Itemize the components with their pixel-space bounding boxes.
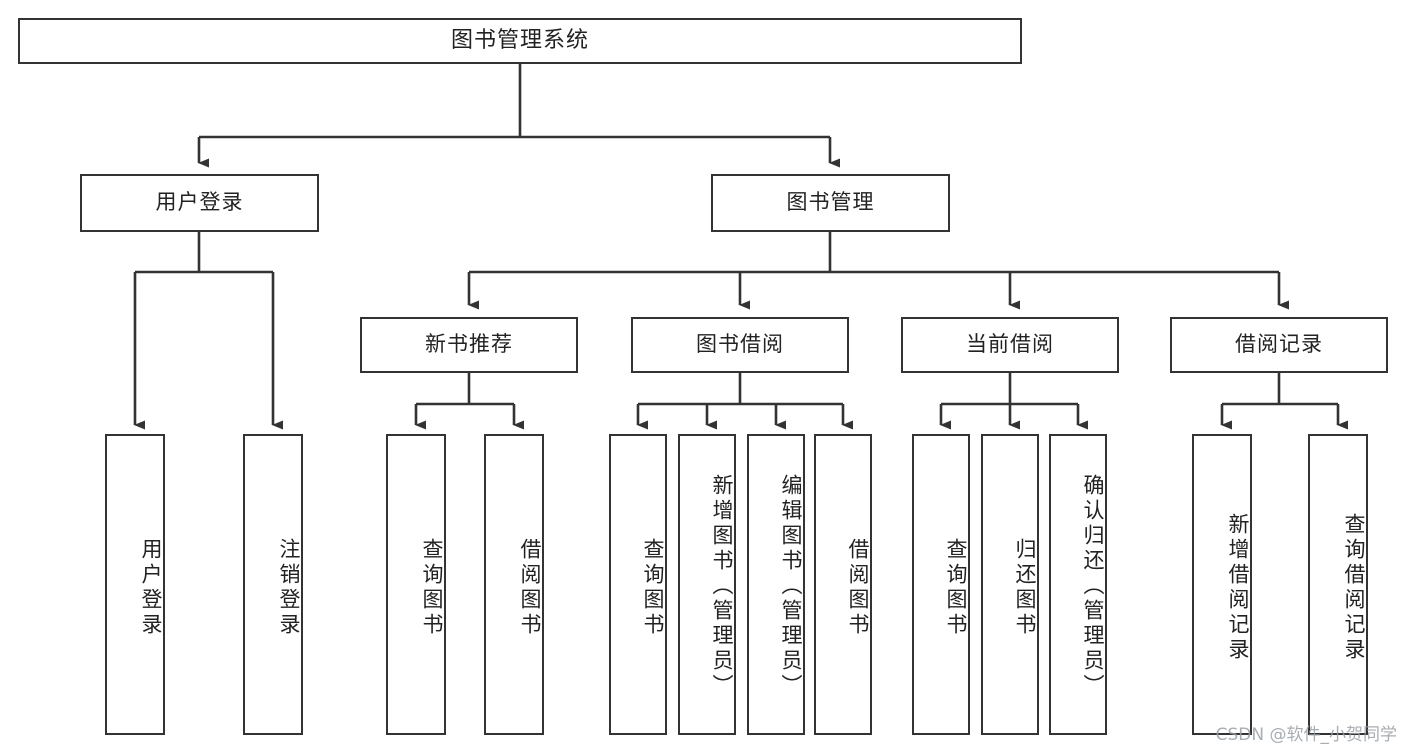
node-borrow-record[interactable]: 借阅记录	[1170, 317, 1388, 373]
csdn-watermark: CSDN @软件_小贺同学	[1215, 725, 1397, 745]
leaf-add-record[interactable]: 新增借阅记录	[1192, 434, 1252, 735]
leaf-query-book-3[interactable]: 查询图书	[912, 434, 970, 735]
leaf-query-book-1[interactable]: 查询图书	[386, 434, 446, 735]
node-book-borrow[interactable]: 图书借阅	[631, 317, 849, 373]
leaf-user-login[interactable]: 用户登录	[105, 434, 165, 735]
leaf-return-book[interactable]: 归还图书	[981, 434, 1039, 735]
node-new-book-recommend[interactable]: 新书推荐	[360, 317, 578, 373]
leaf-edit-book[interactable]: 编辑图书（管理员）	[747, 434, 805, 735]
node-root[interactable]: 图书管理系统	[18, 18, 1022, 64]
leaf-query-book-2[interactable]: 查询图书	[609, 434, 667, 735]
leaf-confirm-return[interactable]: 确认归还（管理员）	[1049, 434, 1107, 735]
node-book-manage[interactable]: 图书管理	[711, 174, 950, 232]
leaf-user-logout[interactable]: 注销登录	[243, 434, 303, 735]
leaf-borrow-book-2[interactable]: 借阅图书	[814, 434, 872, 735]
leaf-query-record[interactable]: 查询借阅记录	[1308, 434, 1368, 735]
leaf-borrow-book-1[interactable]: 借阅图书	[484, 434, 544, 735]
node-user-login[interactable]: 用户登录	[80, 174, 319, 232]
node-current-borrow[interactable]: 当前借阅	[901, 317, 1119, 373]
leaf-add-book[interactable]: 新增图书（管理员）	[678, 434, 736, 735]
